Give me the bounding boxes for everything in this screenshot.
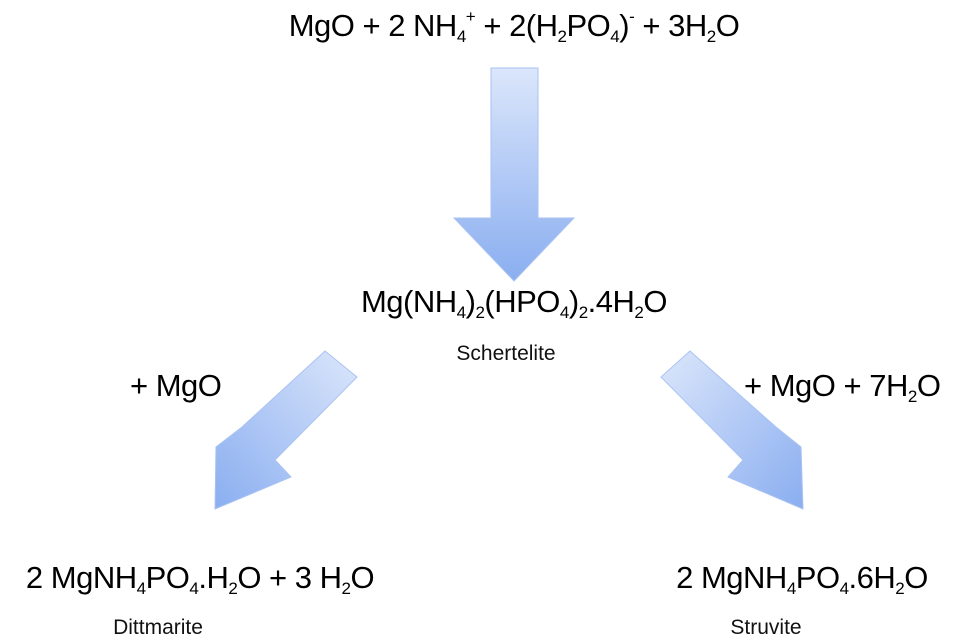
left-product-part: 2 MgNH bbox=[25, 560, 137, 595]
reactants-part: PO bbox=[566, 8, 611, 43]
intermediate-sub: 2 bbox=[475, 303, 485, 322]
intermediate-part: Mg(NH bbox=[360, 284, 457, 319]
left-product-part: O bbox=[350, 560, 375, 595]
intermediate-name: Schertelite bbox=[456, 342, 556, 365]
left-product-sub: 4 bbox=[136, 579, 146, 598]
right-reagent-part: + MgO + 7H bbox=[744, 368, 908, 403]
down-left-arrow-icon bbox=[214, 350, 358, 510]
intermediate-sub: 4 bbox=[456, 303, 466, 322]
left-product-formula: 2 MgNH4PO4.H2O + 3 H2O bbox=[25, 560, 375, 598]
intermediate-part: O bbox=[643, 284, 668, 319]
reactants-part: ) bbox=[619, 8, 630, 43]
left-product-part: PO bbox=[145, 560, 190, 595]
left-product-part: .H bbox=[198, 560, 229, 595]
right-product-part: 2 MgNH bbox=[676, 560, 787, 595]
reactants-formula: MgO + 2 NH4+ + 2(H2PO4)- + 3H2O bbox=[288, 7, 740, 46]
right-product-part: .6H bbox=[848, 560, 896, 595]
right-reagent: + MgO + 7H2O bbox=[744, 368, 941, 406]
intermediate-sub: 2 bbox=[578, 303, 588, 322]
left-product-part: O + 3 H bbox=[237, 560, 342, 595]
intermediate-part: ) bbox=[568, 284, 579, 319]
reactants-part: MgO + 2 NH bbox=[288, 8, 458, 43]
reactants-part: + 3H bbox=[634, 8, 707, 43]
down-right-arrow-icon bbox=[660, 350, 804, 510]
intermediate-part: (HPO bbox=[484, 284, 560, 319]
reactants-sub: 4 bbox=[456, 27, 466, 46]
right-product-sub: 4 bbox=[839, 579, 849, 598]
left-product-sub: 2 bbox=[341, 579, 351, 598]
intermediate-part: ) bbox=[465, 284, 476, 319]
right-product-part: O bbox=[904, 560, 928, 595]
reactants-sub: 2 bbox=[706, 27, 716, 46]
left-reagent: + MgO bbox=[130, 368, 222, 403]
reactants-sup: - bbox=[629, 7, 635, 26]
right-product-name: Struvite bbox=[730, 616, 802, 639]
reactants-sup: + bbox=[465, 7, 476, 26]
right-product-sub: 4 bbox=[786, 579, 796, 598]
right-reagent-sub: 2 bbox=[907, 387, 917, 406]
intermediate-formula: Mg(NH4)2(HPO4)2.4H2O bbox=[360, 284, 668, 322]
intermediate-part: .4H bbox=[587, 284, 635, 319]
right-product-formula: 2 MgNH4PO4.6H2O bbox=[676, 560, 928, 598]
reactants-part: + 2(H bbox=[475, 8, 558, 43]
right-reagent-part: O bbox=[916, 368, 941, 403]
down-arrow-icon bbox=[452, 67, 576, 282]
reactants-sub: 2 bbox=[557, 27, 567, 46]
right-product-part: PO bbox=[795, 560, 840, 595]
left-product-sub: 4 bbox=[189, 579, 199, 598]
reactants-part: O bbox=[715, 8, 740, 43]
intermediate-sub: 4 bbox=[559, 303, 569, 322]
right-product-sub: 2 bbox=[895, 579, 905, 598]
intermediate-sub: 2 bbox=[634, 303, 644, 322]
left-product-name: Dittmarite bbox=[113, 616, 203, 639]
left-product-sub: 2 bbox=[228, 579, 238, 598]
reactants-sub: 4 bbox=[610, 27, 620, 46]
